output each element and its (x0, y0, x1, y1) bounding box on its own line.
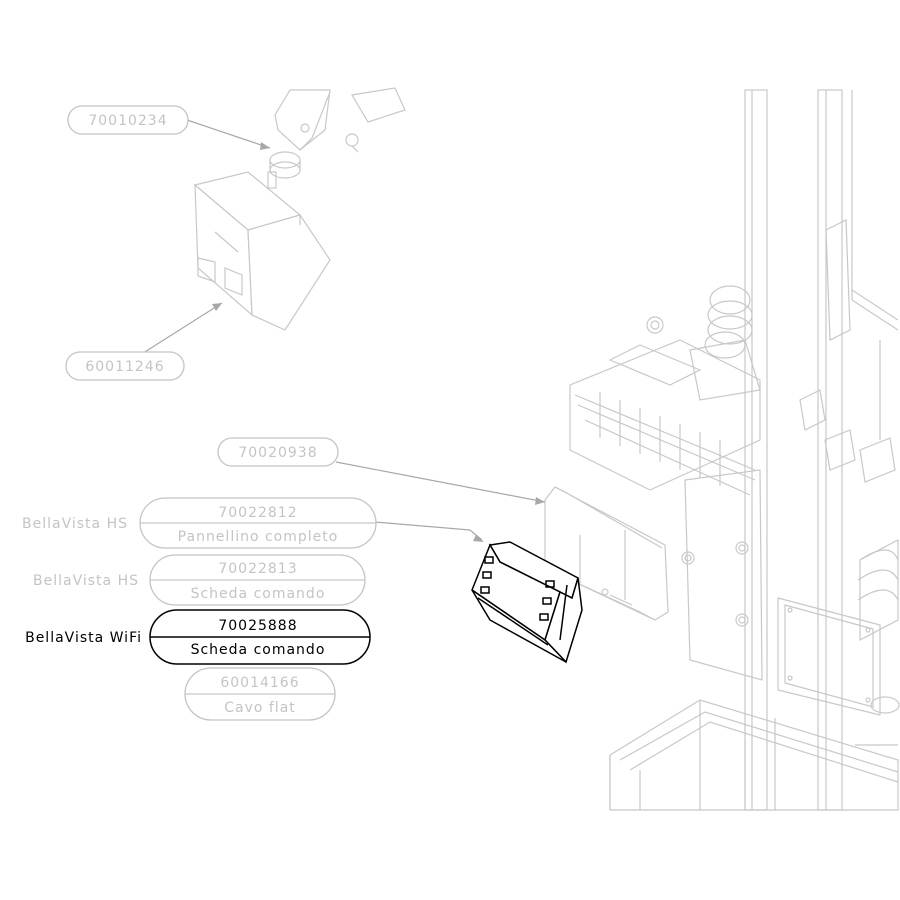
leader-70020938 (335, 461, 546, 503)
part-code: 70020938 (238, 445, 317, 461)
top-module-drawing (193, 87, 406, 331)
leader-60011246 (139, 302, 223, 356)
part-code: 70022813 (218, 561, 297, 577)
callout-70020938[interactable]: 70020938 (217, 437, 339, 467)
part-description: Pannellino completo (178, 529, 339, 545)
callout-70022813[interactable]: 70022813 Scheda comando BellaVista HS (33, 554, 366, 606)
part-description: Cavo flat (224, 700, 296, 716)
part-code: 70022812 (218, 505, 297, 521)
part-code: 60011246 (85, 359, 164, 375)
part-code: 60014166 (220, 675, 299, 691)
callout-70022812[interactable]: 70022812 Pannellino completo BellaVista … (22, 497, 377, 549)
callout-70025888[interactable]: 70025888 Scheda comando BellaVista WiFi (25, 609, 371, 665)
leader-70010234 (186, 119, 271, 149)
machine-frame-drawing (569, 89, 900, 811)
callout-60011246[interactable]: 60011246 (65, 351, 185, 381)
leader-70022812 (374, 521, 471, 531)
control-board-part[interactable] (471, 541, 583, 664)
model-label: BellaVista WiFi (25, 630, 142, 646)
model-label: BellaVista HS (22, 516, 128, 532)
leader-lines (139, 119, 546, 542)
part-description: Scheda comando (191, 586, 326, 602)
part-code: 70025888 (218, 618, 297, 634)
model-label: BellaVista HS (33, 573, 139, 589)
part-code: 70010234 (88, 113, 167, 129)
callout-70010234[interactable]: 70010234 (67, 105, 189, 135)
part-description: Scheda comando (191, 642, 326, 658)
callout-60014166[interactable]: 60014166 Cavo flat (184, 667, 336, 721)
